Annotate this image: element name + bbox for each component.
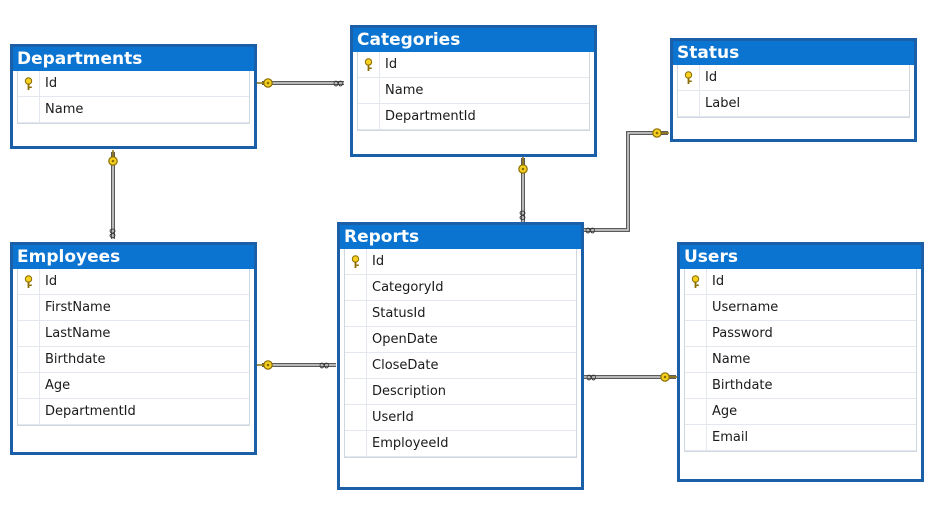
column-row[interactable]: Name [18,97,249,123]
many-end-infinity-icon: ∞ [514,209,532,222]
table-title[interactable]: Users [680,245,921,269]
column-row[interactable]: Password [685,321,916,347]
column-name: DepartmentId [45,404,136,419]
column-name: EmployeeId [372,436,449,451]
column-row[interactable]: Description [345,379,576,405]
column-name: LastName [45,326,111,341]
relationship-status-reports: ∞ [584,128,669,239]
column-name: FirstName [45,300,111,315]
column-row[interactable]: CategoryId [345,275,576,301]
column-name: Name [385,83,424,98]
column-row[interactable]: Name [685,347,916,373]
column-list: Id Username Password Name Birthdate Age … [684,269,917,452]
column-list: Id CategoryId StatusId OpenDate CloseDat… [344,249,577,458]
column-row[interactable]: Age [18,373,249,399]
primary-key-icon [691,275,700,288]
table-title[interactable]: Employees [13,245,254,269]
column-row[interactable]: UserId [345,405,576,431]
column-name: Id [45,76,58,91]
column-row-pk[interactable]: Id [18,269,249,295]
column-row[interactable]: Age [685,399,916,425]
column-row[interactable]: Username [685,295,916,321]
column-row[interactable]: CloseDate [345,353,576,379]
relationship-departments-employees: ∞ [104,150,122,240]
column-row[interactable]: Email [685,425,916,451]
table-title[interactable]: Status [673,41,914,65]
column-row-pk[interactable]: Id [345,249,576,275]
table-employees[interactable]: Employees Id FirstName LastName Birthdat… [10,242,257,455]
column-name: Id [372,254,385,269]
one-end-key-icon [108,150,118,166]
one-end-key-icon [518,157,528,174]
column-row-pk[interactable]: Id [18,71,249,97]
column-name: Birthdate [712,378,773,393]
table-departments[interactable]: Departments Id Name [10,44,257,149]
column-name: OpenDate [372,332,438,347]
column-row[interactable]: DepartmentId [358,104,589,130]
column-name: Birthdate [45,352,106,367]
column-list: Id FirstName LastName Birthdate Age Depa… [17,269,250,426]
one-end-key-icon [257,360,273,370]
many-end-infinity-icon: ∞ [584,221,597,239]
column-name: CloseDate [372,358,439,373]
column-row[interactable]: DepartmentId [18,399,249,425]
primary-key-icon [364,58,373,71]
column-name: Name [712,352,751,367]
column-name: UserId [372,410,414,425]
column-name: Password [712,326,773,341]
table-title[interactable]: Departments [13,47,254,71]
column-row[interactable]: LastName [18,321,249,347]
column-row[interactable]: Birthdate [685,373,916,399]
column-name: Id [45,274,58,289]
column-name: StatusId [372,306,426,321]
column-list: Id Name [17,71,250,124]
column-name: DepartmentId [385,109,476,124]
primary-key-icon [351,255,360,268]
column-list: Id Name DepartmentId [357,52,590,131]
column-name: Id [385,57,398,72]
table-categories[interactable]: Categories Id Name DepartmentId [350,25,597,157]
column-row-pk[interactable]: Id [685,269,916,295]
many-end-infinity-icon: ∞ [332,74,345,92]
one-end-key-icon [257,78,273,88]
column-row[interactable]: Birthdate [18,347,249,373]
table-title[interactable]: Categories [353,28,594,52]
one-end-key-icon [660,372,677,382]
column-name: CategoryId [372,280,444,295]
column-list: Id Label [677,65,910,118]
primary-key-icon [684,71,693,84]
column-name: Name [45,102,84,117]
column-name: Id [712,274,725,289]
column-row[interactable]: Label [678,91,909,117]
column-name: Label [705,96,741,111]
one-end-key-icon [652,128,669,138]
table-users[interactable]: Users Id Username Password Name Birthdat… [677,242,924,482]
column-row[interactable]: StatusId [345,301,576,327]
many-end-infinity-icon: ∞ [318,356,331,374]
relationship-departments-categories: ∞ [257,74,345,92]
relationship-categories-reports: ∞ [514,157,532,222]
many-end-infinity-icon: ∞ [104,227,122,240]
column-name: Age [712,404,738,419]
relationship-employees-reports: ∞ [257,356,336,374]
table-status[interactable]: Status Id Label [670,38,917,142]
column-name: Id [705,70,718,85]
column-name: Age [45,378,71,393]
column-row[interactable]: FirstName [18,295,249,321]
column-row-pk[interactable]: Id [358,52,589,78]
column-name: Description [372,384,447,399]
primary-key-icon [24,77,33,90]
column-row[interactable]: Name [358,78,589,104]
table-reports[interactable]: Reports Id CategoryId StatusId OpenDate … [337,222,584,490]
column-row-pk[interactable]: Id [678,65,909,91]
relationship-users-reports: ∞ [584,368,677,386]
table-title[interactable]: Reports [340,225,581,249]
column-row[interactable]: EmployeeId [345,431,576,457]
column-name: Email [712,430,749,445]
primary-key-icon [24,275,33,288]
many-end-infinity-icon: ∞ [585,368,598,386]
column-name: Username [712,300,779,315]
column-row[interactable]: OpenDate [345,327,576,353]
